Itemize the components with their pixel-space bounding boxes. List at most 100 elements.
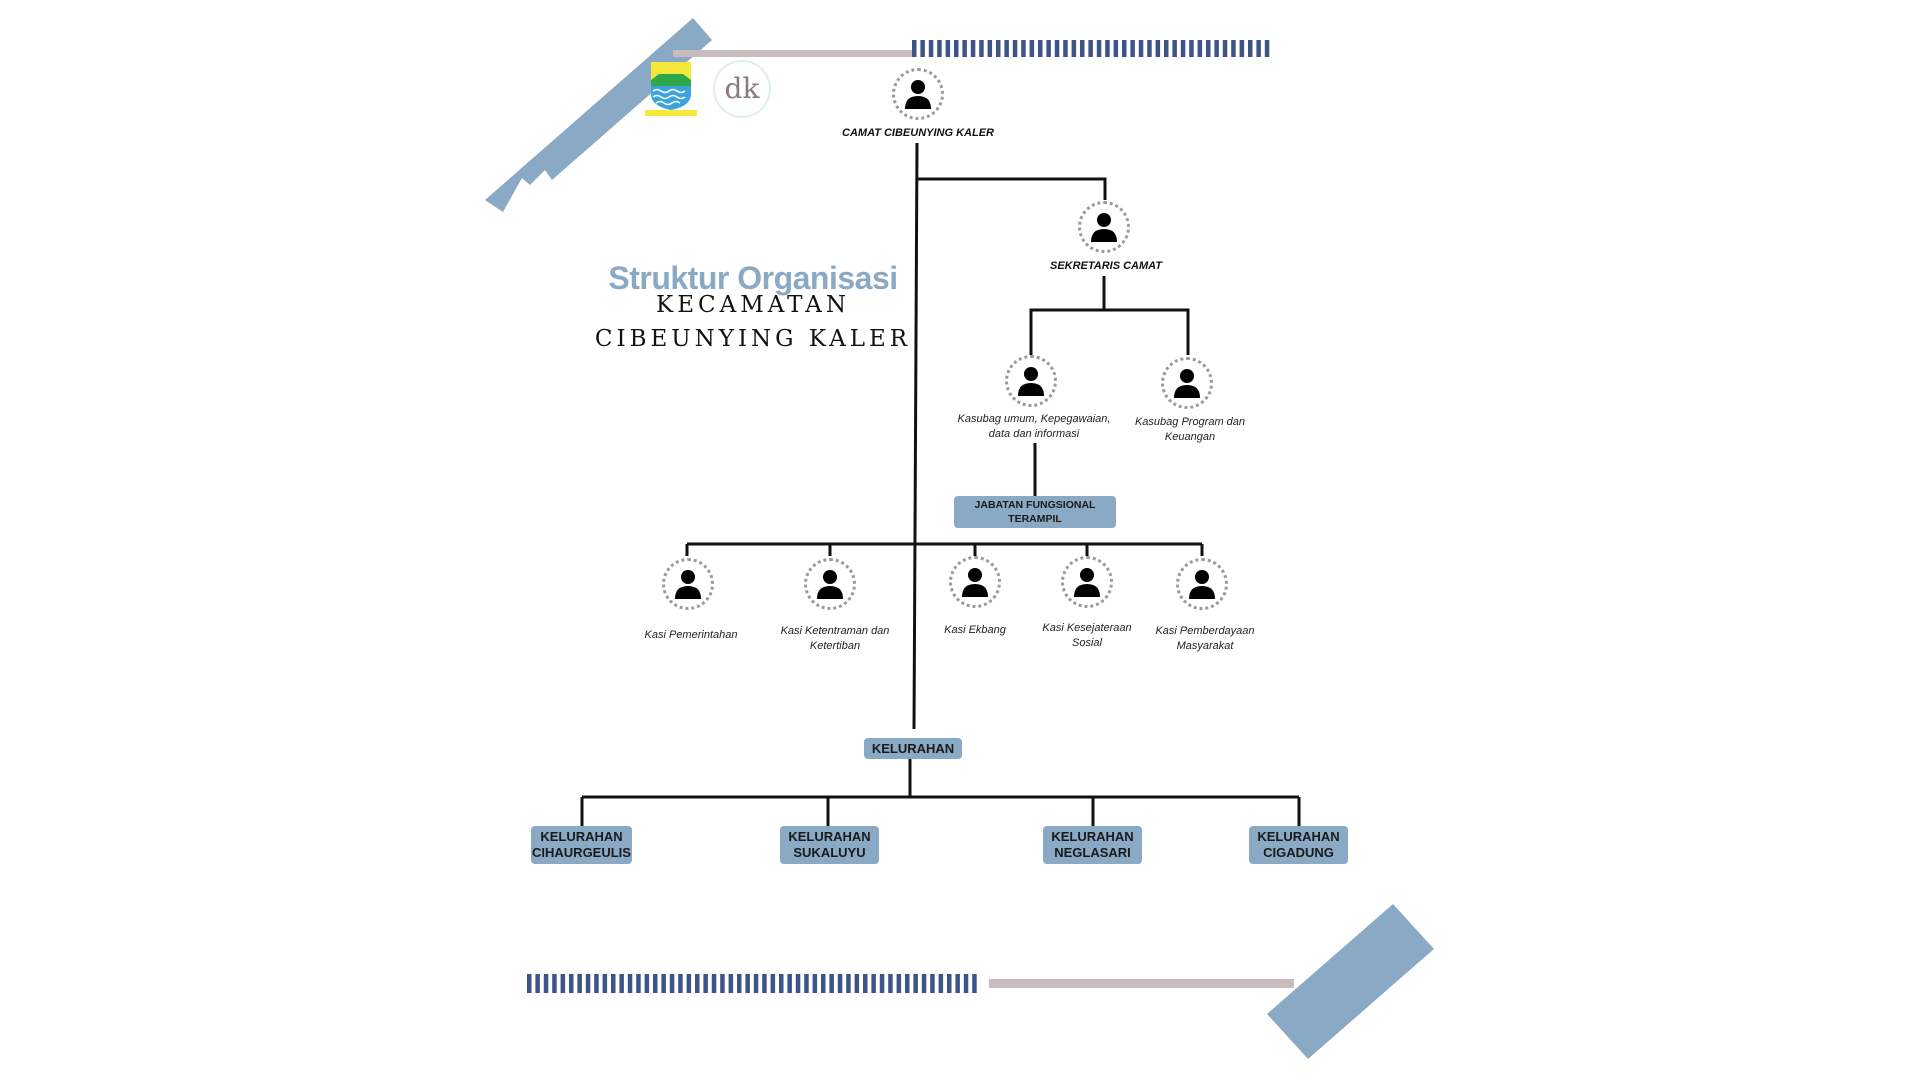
stripe: [1180, 40, 1186, 57]
stripe: [1222, 40, 1228, 57]
stripe: [947, 974, 952, 993]
stripe: [602, 974, 608, 993]
kelurahan-label: KELURAHAN: [871, 740, 955, 756]
stripe: [1063, 40, 1068, 57]
kasi-kesejateraan-avatar: [1061, 556, 1113, 608]
person-icon: [817, 570, 843, 599]
stripe: [812, 974, 818, 993]
stripe: [1172, 40, 1177, 57]
label-line1: Kasi Kesejateraan: [1042, 622, 1132, 634]
label-line2: Masyarakat: [1176, 640, 1234, 652]
stripe: [804, 974, 809, 993]
box-line1: KELURAHAN: [788, 829, 871, 844]
label-line2: Keuangan: [1164, 431, 1216, 443]
stripe: [896, 974, 902, 993]
kasi-ekbang-avatar: [949, 556, 1001, 608]
stripe: [745, 974, 750, 993]
box-line2: CIHAURGEULIS: [532, 845, 631, 860]
stripe: [1054, 40, 1060, 57]
stripe: [1189, 40, 1194, 57]
label-line1: Kasi Pemerintahan: [644, 629, 738, 641]
kelurahan-box[interactable]: KELURAHAN: [864, 738, 962, 759]
stripe: [560, 974, 566, 993]
stripe: [585, 974, 591, 993]
stripe: [879, 974, 885, 993]
person-icon: [905, 80, 931, 109]
kasi-pemerintahan-label: Kasi Pemerintahan: [645, 628, 738, 643]
stripe: [1113, 40, 1119, 57]
stripe: [1231, 40, 1236, 57]
dk-logo: dk: [713, 60, 771, 118]
kasi-pemberdayaan-avatar: [1176, 558, 1228, 610]
stripe: [930, 974, 935, 993]
top-gray-bar: [673, 50, 913, 57]
stripe: [1155, 40, 1161, 57]
top-striped-bar: [912, 40, 1270, 57]
box-line1: KELURAHAN: [1257, 829, 1340, 844]
stripe: [863, 974, 868, 993]
stripe: [854, 974, 860, 993]
stripe: [1197, 40, 1203, 57]
stripe: [1105, 40, 1110, 57]
stripe: [669, 974, 675, 993]
stripe: [787, 974, 792, 993]
stripe: [1256, 40, 1261, 57]
stripe: [543, 974, 549, 993]
label-line1: Kasubag Program dan: [1134, 416, 1246, 428]
stripe: [937, 40, 942, 57]
kasubag-program-avatar: [1161, 357, 1213, 409]
stripe: [577, 974, 582, 993]
stripe: [619, 974, 624, 993]
box-line1: KELURAHAN: [540, 829, 623, 844]
box-line2: SUKALUYU: [793, 845, 866, 860]
label-line1: Kasi Ketentraman dan: [780, 625, 890, 637]
stripe: [996, 40, 1001, 57]
stripe: [1138, 40, 1144, 57]
stripe: [636, 974, 641, 993]
bandung-emblem-logo: [643, 60, 699, 118]
stripe: [1071, 40, 1077, 57]
person-icon: [962, 568, 988, 597]
camat-label: CAMAT CIBEUNYING KALER: [842, 127, 994, 139]
label-line1: Kasubag umum, Kepegawaian,: [957, 413, 1111, 425]
stripe: [1080, 40, 1085, 57]
person-icon: [1074, 568, 1100, 597]
stripe: [703, 974, 708, 993]
stripe: [955, 974, 960, 993]
stripe: [795, 974, 801, 993]
stripe: [753, 974, 759, 993]
stripe: [552, 974, 557, 993]
stripe: [913, 974, 918, 993]
sekretaris-avatar: [1078, 201, 1130, 253]
stripe: [921, 974, 927, 993]
stripe: [1088, 40, 1093, 57]
stripe: [1029, 40, 1035, 57]
kasubag-umum-label: Kasubag umum, Kepegawaian,data dan infor…: [958, 412, 1111, 442]
bottom-gray-bar: [989, 979, 1294, 988]
person-icon: [1174, 369, 1200, 398]
sekretaris-label: SEKRETARIS CAMAT: [1049, 260, 1163, 272]
stripe: [920, 40, 925, 57]
stripe: [1122, 40, 1127, 57]
label-line1: Kasi Ekbang: [944, 624, 1006, 636]
kasi-ketentraman-avatar: [804, 558, 856, 610]
jabatan-line2: TERAMPIL: [1008, 513, 1062, 525]
stripe: [963, 974, 969, 993]
stripe: [1248, 40, 1253, 57]
stripe: [987, 40, 993, 57]
stripe: [1046, 40, 1051, 57]
stripe: [1012, 40, 1018, 57]
title-struktur-organisasi: Struktur Organisasi: [608, 260, 898, 296]
bottom-right-diagonal-block: [1267, 904, 1434, 1059]
label-line2: Ketertiban: [809, 640, 861, 652]
stripe: [945, 40, 951, 57]
box-line2: CIGADUNG: [1263, 845, 1334, 860]
